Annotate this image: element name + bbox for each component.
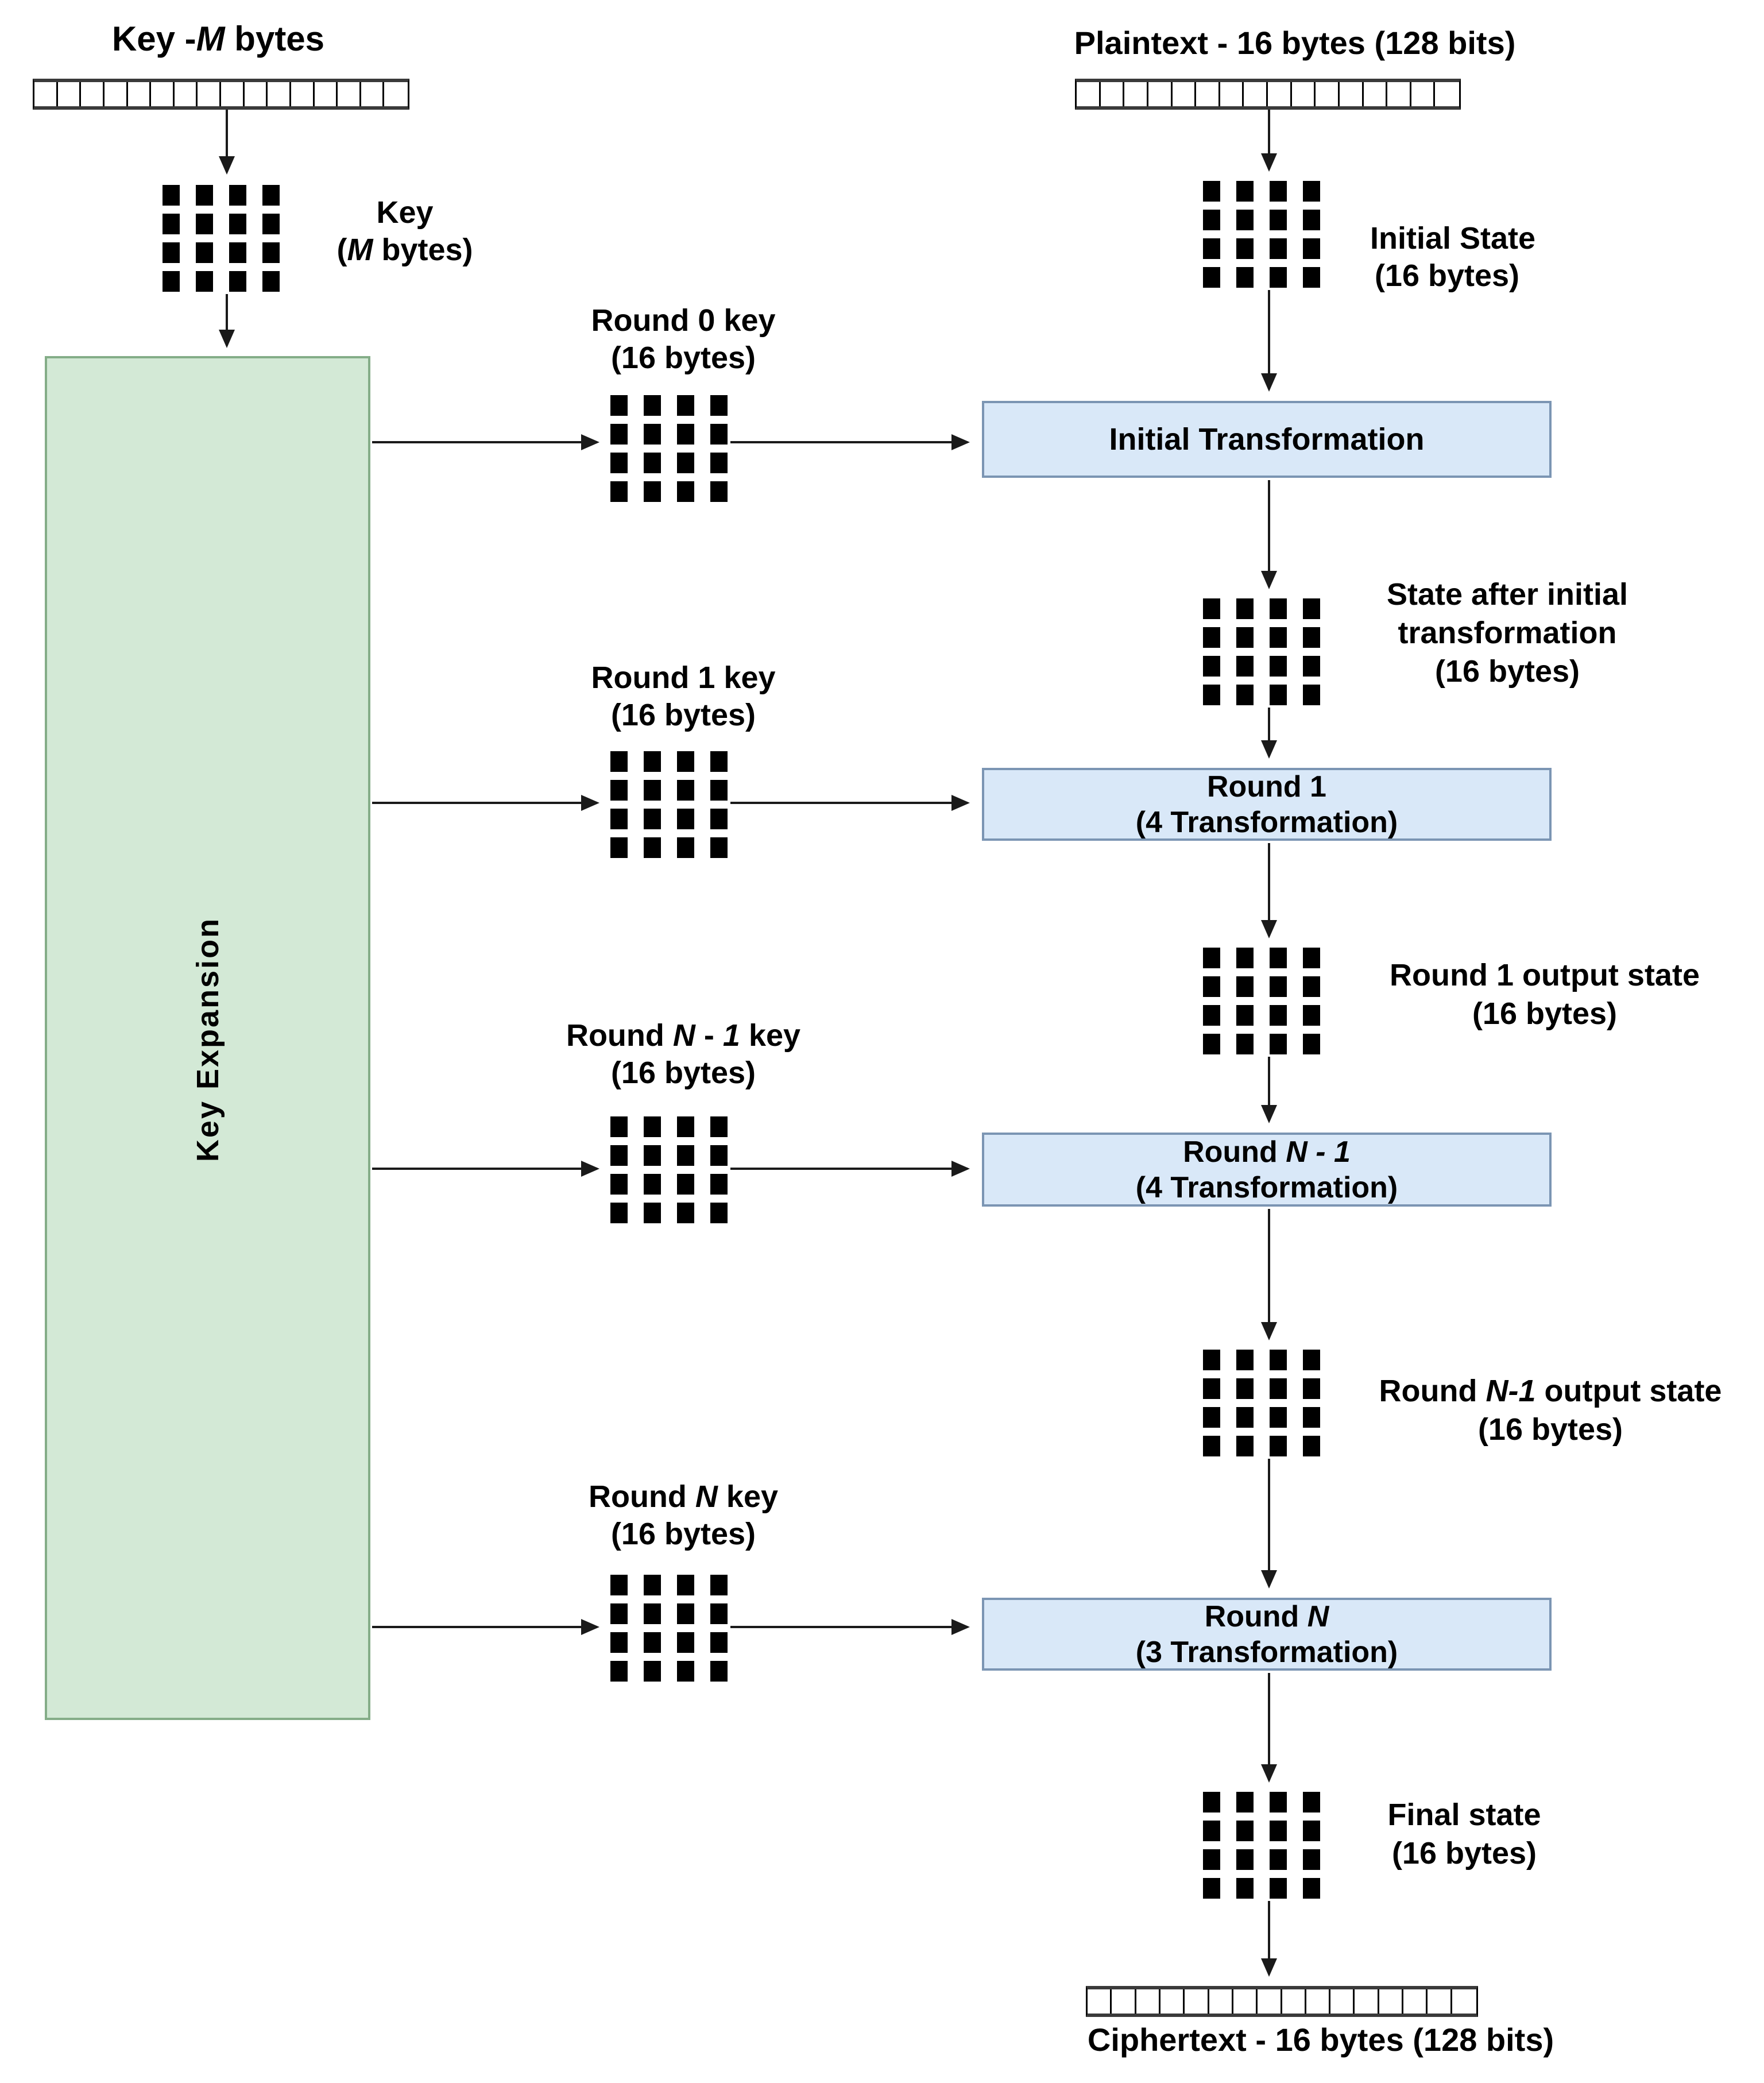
round-n-1-key-label-line1: Round N - 1 key (566, 1018, 801, 1053)
round-0-key-grid (610, 395, 728, 502)
round-1-key-grid (610, 751, 728, 858)
plaintext-byte-strip (1075, 79, 1461, 110)
ciphertext-byte-strip (1086, 1986, 1478, 2017)
ciphertext-title: Ciphertext - 16 bytes (128 bits) (1087, 2022, 1554, 2058)
initial-state-label-line1: Initial State (1370, 221, 1536, 256)
state-after-initial-grid (1203, 598, 1320, 705)
round-n-label-line1: Round N (1204, 1599, 1329, 1633)
initial-state-label-line2: (16 bytes) (1374, 258, 1520, 293)
round-n-key-label-line1: Round N key (588, 1479, 779, 1514)
round-1-label-line2: (4 Transformation) (1135, 805, 1398, 839)
round-n-1-output-label-line2: (16 bytes) (1477, 1412, 1623, 1447)
key-state-label-line1: Key (376, 195, 434, 230)
plaintext-title: Plaintext - 16 bytes (128 bits) (1074, 25, 1516, 61)
final-state-grid (1203, 1792, 1320, 1899)
key-state-grid (163, 185, 280, 292)
round-n-1-output-label-line1: Round N-1 output state (1379, 1374, 1722, 1408)
state-after-label-line1: State after initial (1386, 577, 1628, 612)
round-n-box: Round N (3 Transformation) (982, 1598, 1552, 1671)
round-1-output-label-line2: (16 bytes) (1472, 996, 1618, 1031)
round-n-key-grid (610, 1575, 728, 1682)
state-after-label-line3: (16 bytes) (1434, 654, 1580, 689)
key-title: Key -M bytes (111, 20, 325, 58)
round-n-1-key-label-line2: (16 bytes) (610, 1056, 756, 1090)
round-0-key-label-line1: Round 0 key (591, 303, 776, 338)
round-1-label-line1: Round 1 (1207, 770, 1326, 803)
round-n-label-line2: (3 Transformation) (1135, 1635, 1398, 1669)
final-state-label-line1: Final state (1387, 1798, 1541, 1832)
round-1-key-label-line1: Round 1 key (591, 660, 776, 695)
key-expansion-box (45, 356, 370, 1720)
round-n-1-box: Round N - 1 (4 Transformation) (982, 1133, 1552, 1207)
round-1-output-grid (1203, 948, 1320, 1054)
round-1-box: Round 1 (4 Transformation) (982, 768, 1552, 841)
round-0-key-label-line2: (16 bytes) (610, 341, 756, 375)
round-n-1-label-line1: Round N - 1 (1183, 1135, 1351, 1169)
round-1-key-label-line2: (16 bytes) (610, 698, 756, 732)
round-1-output-label-line1: Round 1 output state (1390, 958, 1700, 992)
initial-transformation-label: Initial Transformation (1109, 422, 1425, 457)
round-n-1-label-line2: (4 Transformation) (1135, 1170, 1398, 1204)
round-n-1-output-grid (1203, 1350, 1320, 1456)
round-n-1-key-grid (610, 1116, 728, 1223)
state-after-label-line2: transformation (1398, 616, 1617, 650)
key-byte-strip (33, 79, 409, 110)
round-n-key-label-line2: (16 bytes) (610, 1517, 756, 1551)
initial-state-grid (1203, 181, 1320, 288)
final-state-label-line2: (16 bytes) (1391, 1836, 1537, 1871)
key-expansion-label: Key Expansion (191, 917, 225, 1162)
initial-transformation-box: Initial Transformation (982, 401, 1552, 478)
key-state-label-line2: (M bytes) (336, 233, 473, 267)
